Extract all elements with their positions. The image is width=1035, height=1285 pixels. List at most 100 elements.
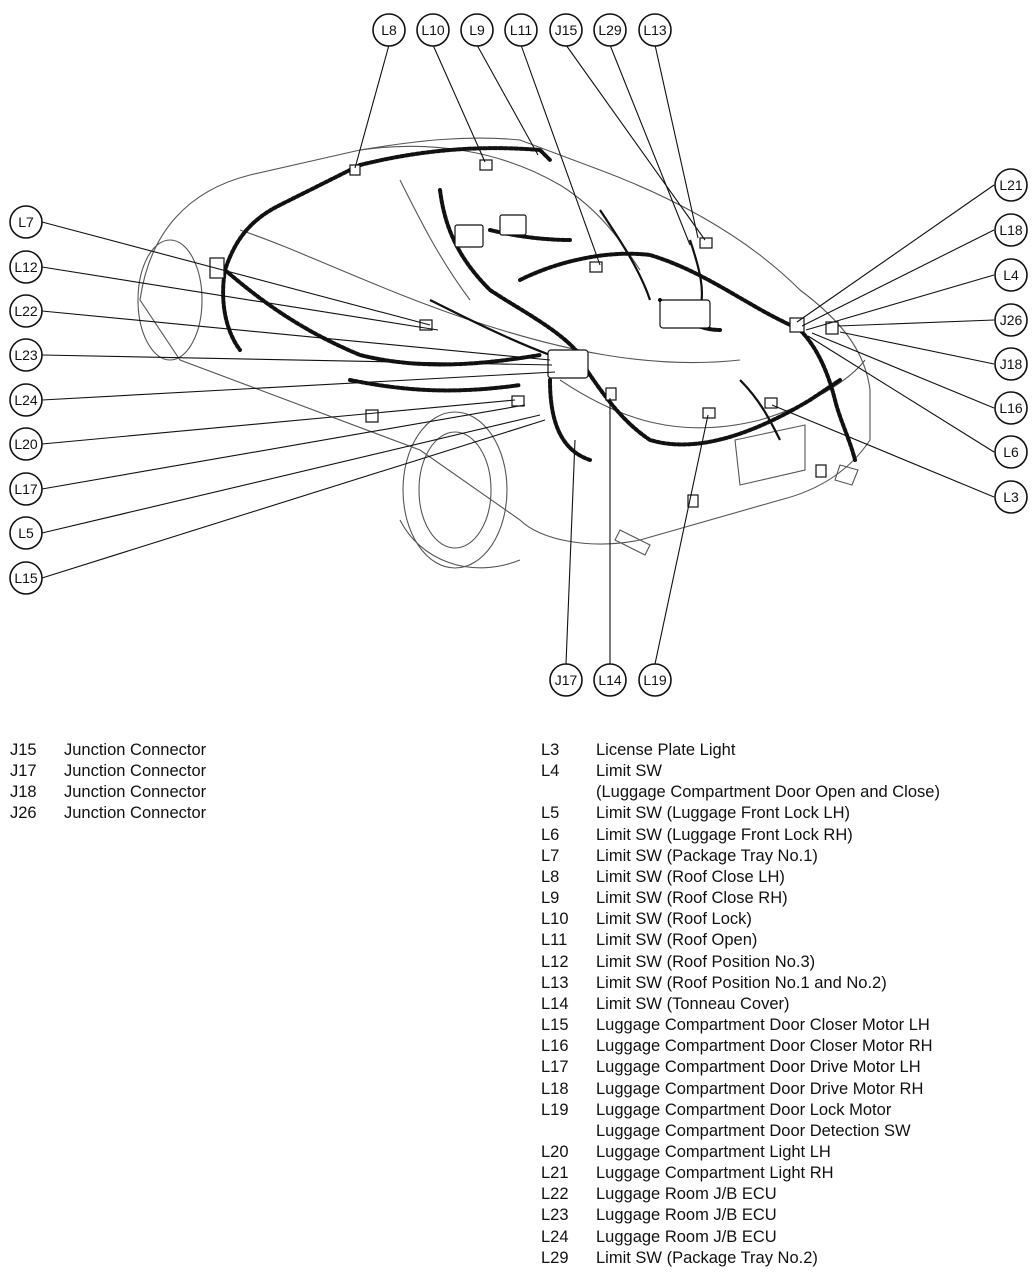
legend-description: Luggage Room J/B ECU [596,1227,777,1246]
legend-code: L19 [541,1100,569,1119]
leader-lines [41,44,995,665]
callout-circle [9,205,43,239]
callout-l10: L10 [416,13,450,47]
legend-code: L24 [541,1227,569,1246]
legend-description: Limit SW (Package Tray No.1) [596,846,818,865]
callout-circle [9,561,43,595]
legend-code: L6 [541,825,560,844]
connector [764,397,778,409]
callout-circle [638,663,672,697]
legend-code [541,782,596,803]
legend-code: L20 [541,1142,569,1161]
legend-code: L17 [541,1058,569,1077]
legend-code: L29 [541,1248,569,1267]
connector-block [499,214,527,236]
connector [687,494,699,508]
callout-l9: L9 [460,13,494,47]
legend-description: Limit SW (Roof Lock) [596,910,752,929]
callout-circle [593,663,627,697]
legend-description: Luggage Room J/B ECU [596,1206,777,1225]
callout-j18: J18 [994,347,1028,381]
legend-description: Junction Connector [64,804,207,823]
legend-code: J15 [10,741,37,759]
callout-text: L7 [18,214,34,230]
callout-l20: L20 [9,427,43,461]
callout-circle [994,480,1028,514]
legend-code: L10 [541,910,569,929]
callout-circle [9,516,43,550]
legend-code [541,1121,596,1142]
callout-circle [460,13,494,47]
legend-code: L7 [541,846,560,865]
callout-circle [9,250,43,284]
callout-l19: L19 [638,663,672,697]
callout-j17: J17 [549,663,583,697]
connector [511,395,525,407]
connector [605,387,617,401]
callout-text: L6 [1003,444,1019,460]
callout-text: L23 [14,347,38,363]
callout-j26: J26 [994,303,1028,337]
legend-description: Limit SW (Luggage Front Lock LH) [596,804,851,823]
legend-code: L12 [541,952,569,971]
callout-circle [504,13,538,47]
legend-description: Luggage Compartment Door Drive Motor RH [596,1079,924,1098]
callout-circle [549,13,583,47]
callout-text: J15 [555,22,578,38]
luggage-door-motor-unit [659,299,711,329]
callout-circle [638,13,672,47]
callout-circle [994,168,1028,202]
connector-block [454,224,484,248]
callout-text: L9 [469,22,485,38]
legend-description: Limit SW (Package Tray No.2) [596,1248,818,1267]
legend-description: Luggage Compartment Door Closer Motor RH [596,1037,933,1056]
connector [589,261,603,273]
legend-description: Junction Connector [64,741,207,759]
legend-description: Luggage Compartment Door Detection SW [596,1121,911,1140]
legend-code: J26 [10,804,37,823]
callout-circle [549,663,583,697]
connector [419,319,433,331]
callout-l13: L13 [638,13,672,47]
legend-description: Limit SW (Roof Position No.1 and No.2) [596,973,887,992]
callout-l7: L7 [9,205,43,239]
legend-description: Luggage Compartment Light RH [596,1164,834,1183]
connector [815,464,827,478]
callout-circle [9,383,43,417]
callout-circle [994,258,1028,292]
legend-code: L18 [541,1079,569,1098]
legend-row: J15 Junction Connector [10,740,206,761]
callout-l22: L22 [9,294,43,328]
legend-description: Luggage Compartment Door Closer Motor LH [596,1016,930,1035]
callout-text: L14 [598,672,622,688]
callout-circle [9,427,43,461]
callout-circle [994,391,1028,425]
legend-description: Luggage Room J/B ECU [596,1185,777,1204]
callout-text: L20 [14,436,38,452]
callout-text: J17 [555,672,578,688]
callout-text: L18 [999,222,1023,238]
legend-description: Luggage Compartment Light LH [596,1142,831,1161]
callout-l18: L18 [994,213,1028,247]
callout-text: L10 [421,22,445,38]
callout-l11: L11 [504,13,538,47]
legend-code: L8 [541,867,560,886]
legend-row: (Luggage Compartment Door Open and Close… [541,782,940,803]
legend-row: L24 Luggage Room J/B ECU [541,1227,940,1248]
legend-description: Limit SW [596,762,662,781]
